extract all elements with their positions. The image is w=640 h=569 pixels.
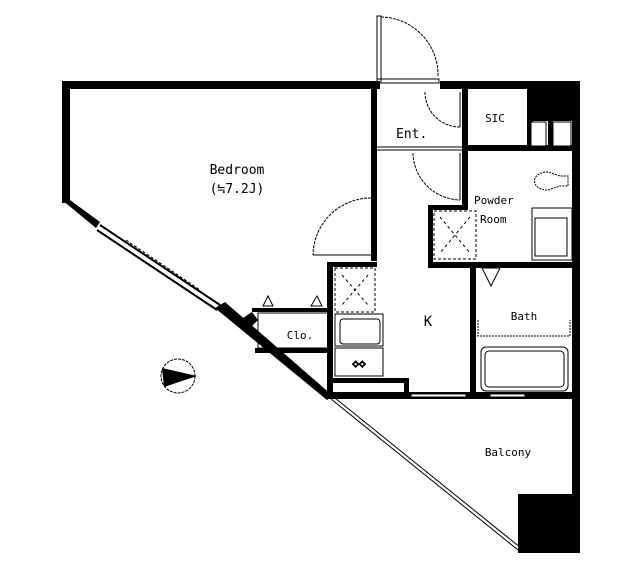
doors <box>312 15 462 256</box>
walls <box>62 81 580 553</box>
bath-label: Bath <box>511 310 538 323</box>
kitchen-label: K <box>424 314 433 330</box>
sic-label: SIC <box>485 112 505 125</box>
closet-label: Clo. <box>287 329 314 342</box>
fixtures: ◇◇ <box>257 121 573 398</box>
bedroom-label: Bedroom <box>210 163 265 178</box>
north-arrow-icon <box>160 358 197 394</box>
balcony-label: Balcony <box>485 446 532 459</box>
bedroom-area: (≒7.2J) <box>210 182 265 197</box>
diagonal-wall <box>62 200 522 551</box>
powder-room-label-2: Room <box>480 213 507 226</box>
svg-text:◇◇: ◇◇ <box>352 357 366 370</box>
powder-room-label-1: Powder <box>474 194 514 207</box>
entrance-label: Ent. <box>396 127 427 142</box>
